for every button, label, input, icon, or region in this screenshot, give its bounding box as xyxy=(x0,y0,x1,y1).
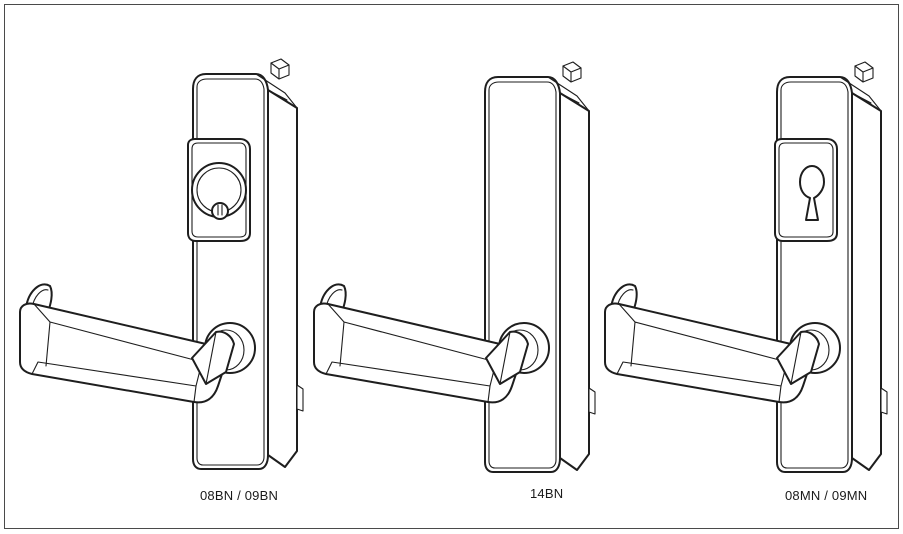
model-label-14bn: 14BN xyxy=(530,486,564,501)
figure-frame xyxy=(4,4,899,529)
trim-08mn-09mn xyxy=(604,61,888,473)
trim-14bn xyxy=(313,61,596,473)
model-label-08mn-09mn: 08MN / 09MN xyxy=(785,488,868,503)
trim-08bn-09bn xyxy=(19,58,304,470)
model-label-08bn-09bn: 08BN / 09BN xyxy=(200,488,279,503)
